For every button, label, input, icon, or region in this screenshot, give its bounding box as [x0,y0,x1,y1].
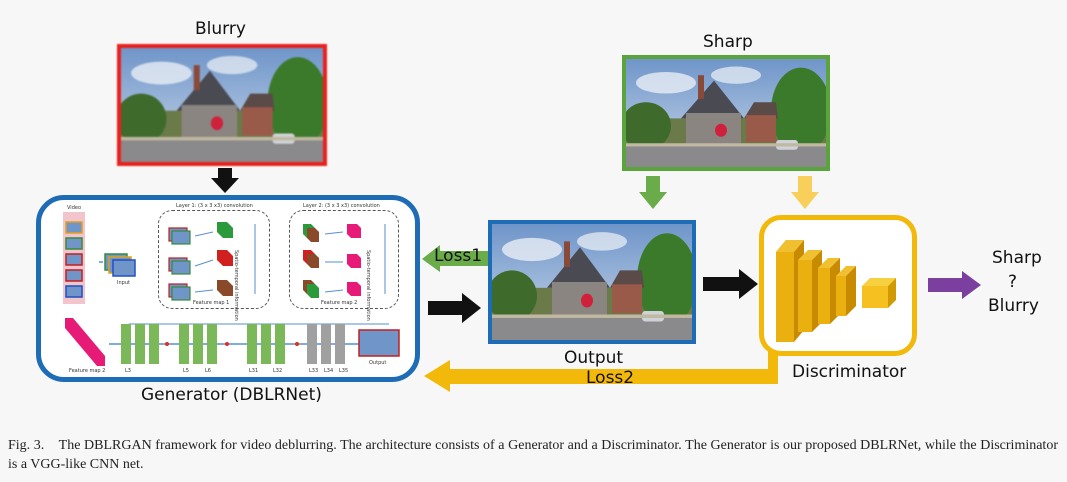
input-label: Input [117,280,130,286]
feature-map-1-label: Feature map 1 [193,300,230,306]
l32-label: L32 [273,368,283,374]
layer2-panel [289,210,399,309]
layer1-contents [168,222,256,301]
spatio-label-2: Spatio-temporal information [365,250,371,321]
blurry-image [117,44,327,166]
input-stack [99,253,136,277]
sharp-title: Sharp [703,32,753,52]
l33-label: L33 [309,368,319,374]
l5-label: L5 [183,368,189,374]
loss1-label: Loss1 [434,246,483,266]
layer2-contents [303,224,386,298]
discriminator-label: Discriminator [792,362,907,382]
video-label: Video [67,205,82,211]
blurry-to-generator-arrow [211,168,239,193]
discriminator-to-result-arrow [928,271,981,299]
blurry-title: Blurry [195,19,246,39]
output-label: Output [564,348,624,368]
l3-label: L3 [125,368,131,374]
layer1-panel [158,210,270,309]
l6-label: L6 [205,368,211,374]
sharp-to-discriminator-arrow [639,176,667,209]
spatio-label-1: Spatio-temporal information [233,250,239,321]
l34-label: L34 [324,368,334,374]
feature-map-2b-label: Feature map 2 [69,368,106,374]
output-to-discriminator-black-arrow [703,269,758,299]
output-to-discriminator-arrow [791,176,819,209]
pipeline-output-label: Output [369,360,387,366]
result-sharp-label: Sharp [992,248,1042,268]
caption-figure-number: Fig. 3. [8,438,45,453]
result-blurry-label: Blurry [988,296,1039,316]
generator-label: Generator (DBLRNet) [141,385,322,405]
loss2-label: Loss2 [586,368,635,388]
l35-label: L35 [339,368,349,374]
layer1-label: Layer 1: (3 x 3 x3) convolution [176,203,253,209]
result-question-label: ? [1008,272,1018,292]
generator-to-output-arrow [428,293,481,323]
layer2-label: Layer 2: (3 x 3 x3) convolution [303,203,380,209]
l31-label: L31 [249,368,259,374]
discriminator-box [759,215,917,356]
feature-map-2-label: Feature map 2 [321,300,358,306]
video-strip [63,212,85,304]
output-image [488,220,696,344]
figure-caption: Fig. 3. The DBLRGAN framework for video … [8,436,1058,474]
loss2-arrow [424,352,778,392]
generator-box: Video Input Layer 1: (3 x 3 x3) convolut… [36,195,420,382]
caption-text: The DBLRGAN framework for video deblurri… [8,438,1058,472]
loss1-arrow [422,245,489,272]
sharp-image [622,55,830,171]
pipeline-diagram [65,318,400,366]
